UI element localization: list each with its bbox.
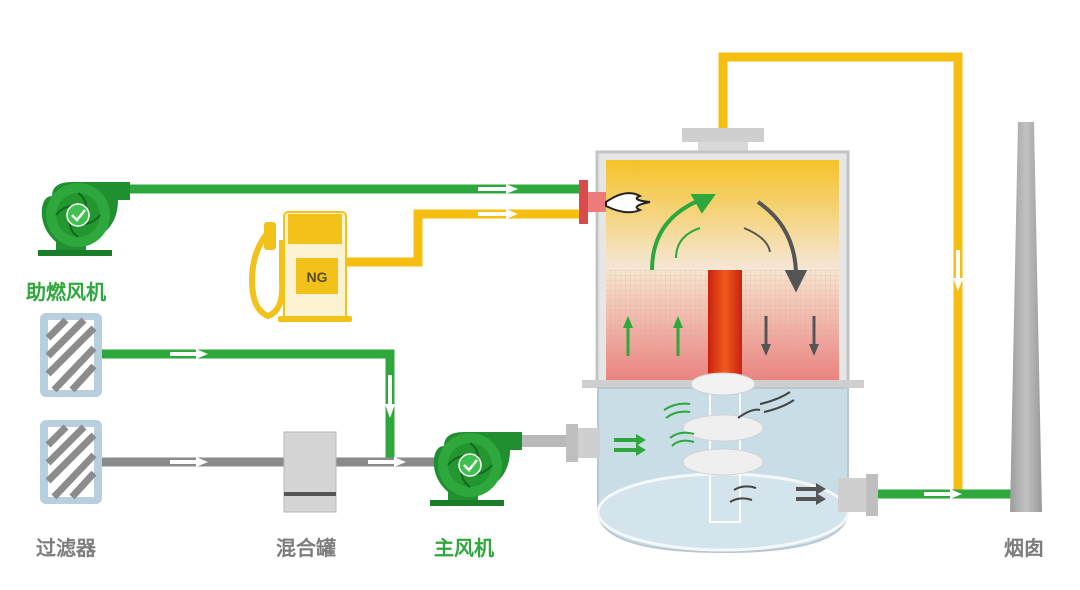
filter-icon	[40, 420, 102, 504]
flow-arrow-icon	[614, 391, 826, 505]
aux-fan-label: 助燃风机	[26, 280, 106, 304]
chimney	[1010, 122, 1042, 512]
ng-fuel-pipe	[346, 209, 585, 267]
check-icon	[71, 209, 86, 222]
flow-arrow-icon	[623, 316, 819, 356]
main-fan-label: 主风机	[434, 536, 494, 560]
ng-label: NG	[307, 269, 328, 285]
aux-fan-icon	[38, 182, 130, 256]
chimney-label: 烟囱	[1004, 536, 1044, 560]
reactor-vessel	[566, 128, 878, 554]
filter-air-pipe	[100, 349, 395, 462]
main-fan-icon	[430, 432, 522, 506]
mix-tank-label: 混合罐	[276, 536, 336, 560]
check-icon	[463, 459, 478, 472]
fuel-pump-icon: NG	[248, 211, 352, 322]
flow-arrow-icon	[170, 184, 963, 499]
filter-label: 过滤器	[36, 536, 96, 560]
burner-flame-icon	[605, 192, 651, 214]
burner	[579, 180, 651, 224]
filter-icon	[40, 313, 102, 397]
flow-arrow-icon	[650, 194, 808, 293]
mix-tank	[283, 431, 337, 513]
